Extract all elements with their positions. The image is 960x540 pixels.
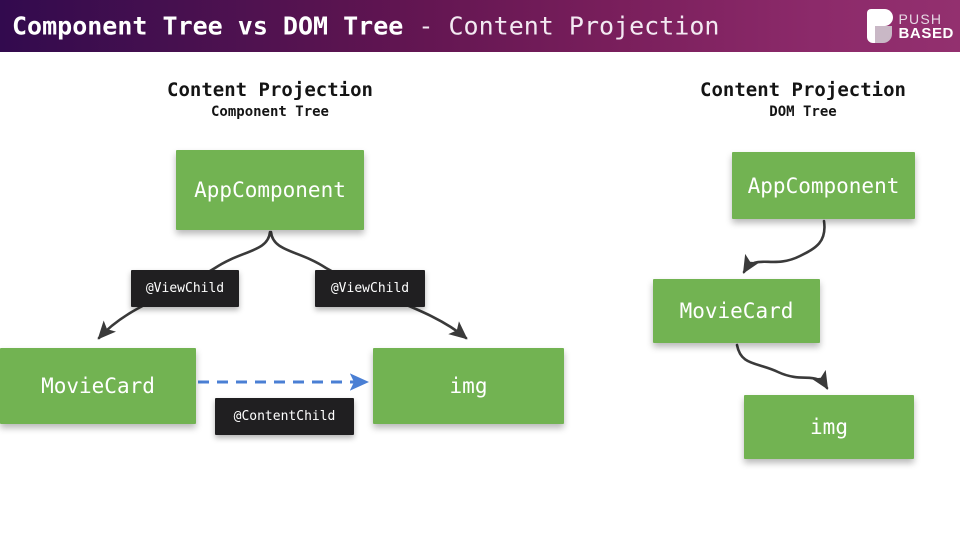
right-edge-moviecard-to-img [735,343,829,390]
push-based-p-mark-icon [867,9,894,43]
tag-viewchild-right: @ViewChild [315,270,425,307]
right-diagram-title-main: Content Projection [700,79,906,101]
right-diagram-title: Content Projection DOM Tree [603,78,960,123]
left-diagram-title-main: Content Projection [167,79,373,101]
logo-word-based: BASED [898,24,954,42]
right-edge-app-to-moviecard [742,219,826,274]
right-node-img[interactable]: img [744,395,914,459]
page-title-light: - Content Projection [403,11,720,41]
logo-mark-bowl-top [875,9,894,26]
logo-mark-bowl-bottom [875,26,893,43]
push-based-logo: PUSH BASED [867,9,954,43]
left-diagram-title: Content Projection Component Tree [70,78,470,123]
right-node-appcomponent[interactable]: AppComponent [732,152,915,219]
tag-contentchild: @ContentChild [215,398,354,435]
right-diagram-title-sub: DOM Tree [769,104,837,120]
right-node-moviecard[interactable]: MovieCard [653,279,820,343]
page-title: Component Tree vs DOM Tree - Content Pro… [12,12,719,41]
page-title-strong: Component Tree vs DOM Tree [12,11,404,41]
left-node-img[interactable]: img [373,348,564,424]
tag-viewchild-left: @ViewChild [131,270,239,307]
logo-word-push: PUSH [898,10,943,27]
left-node-appcomponent[interactable]: AppComponent [176,150,364,230]
slide-header: Component Tree vs DOM Tree - Content Pro… [0,0,960,52]
left-diagram-title-sub: Component Tree [210,104,329,120]
left-node-moviecard[interactable]: MovieCard [0,348,196,424]
logo-wordmark: PUSH BASED [898,12,954,41]
